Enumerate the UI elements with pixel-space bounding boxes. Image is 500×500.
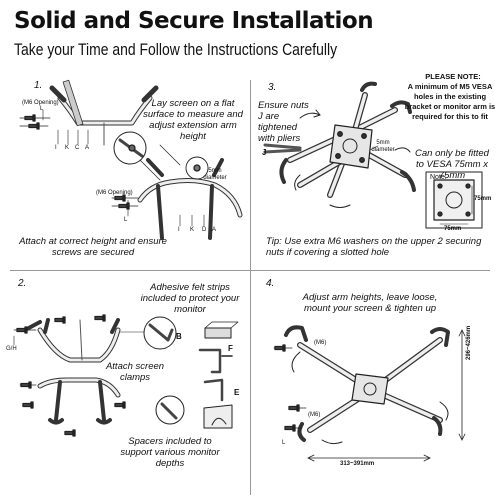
step1-letter-a-bottom: A [212, 227, 217, 233]
step3-number: 3. [268, 82, 277, 93]
step3-diameter-label: 5mm diameter [371, 140, 395, 153]
step1-letter-a-top: A [85, 145, 90, 151]
step4-label-m6-top: (M6) [314, 340, 327, 346]
step4-bracket [273, 325, 466, 462]
step1-detail-circle [113, 131, 181, 181]
vesa-dim-horizontal: 75mm [444, 226, 462, 232]
vesa-note-diagram [425, 171, 483, 229]
step2-bracket-top [13, 314, 121, 363]
vesa-dim-vertical: 75mm [474, 196, 492, 202]
step1-caption-bottom: Attach at correct height and ensure scre… [19, 236, 167, 258]
step2-label-b: B [176, 332, 182, 341]
please-note-body: A minimum of M5 VESA holes in the existi… [404, 82, 496, 121]
please-note-title: PLEASE NOTE: [425, 72, 481, 81]
step4-caption: Adjust arm heights, leave loose, mount y… [302, 292, 438, 314]
step1-number: 1. [34, 80, 43, 91]
step4-label-l: L [282, 440, 286, 446]
step1-bracket-top [19, 79, 159, 146]
step1-letter-k-top: K [65, 145, 70, 151]
page-subtitle: Take your Time and Follow the Instructio… [14, 40, 338, 59]
page-title: Solid and Secure Installation [14, 8, 374, 34]
step1-letter-i-top: I [55, 145, 57, 151]
step4-dim-height: 296~426mm [466, 325, 472, 360]
divider-horizontal [10, 270, 490, 271]
step2-clamp-details [119, 316, 239, 429]
vesa-note-text: Can only be fitted to VESA 75mm x 75mm [415, 148, 489, 181]
vesa-note-label: Note: [430, 174, 447, 181]
step1-m6-label-top: (M6 Opening) [22, 100, 59, 106]
step1-caption-top: Lay screen on a flat surface to measure … [143, 98, 243, 142]
step4-number: 4. [266, 278, 275, 289]
step1-letter-k-bottom: K [190, 227, 195, 233]
step1-letter-c-top: C [75, 145, 80, 151]
step1-letter-i-bottom: I [178, 227, 180, 233]
step2-bracket-bottom [19, 377, 126, 437]
step4-label-m6-bottom: (M6) [308, 412, 321, 418]
step3-label-j: J [262, 148, 267, 157]
step2-caption-clamps: Attach screen clamps [105, 361, 165, 383]
step3-bracket [263, 81, 416, 208]
step3-tip: Tip: Use extra M6 washers on the upper 2… [266, 236, 482, 258]
step2-label-f: F [228, 344, 233, 353]
step1-letter-d-bottom: D [202, 227, 207, 233]
step1-m6-label-bottom: (M6 Opening) [96, 190, 133, 196]
step4-dim-width: 313~391mm [340, 461, 375, 467]
step1-letter-l-top: L [40, 106, 44, 112]
step2-label-e: E [234, 388, 240, 397]
step1-diameter-label: 5mm diameter [203, 168, 227, 181]
step1-letter-l-bottom: L [124, 217, 128, 223]
step2-caption-spacers: Spacers included to support various moni… [120, 436, 220, 469]
divider-vertical [250, 80, 251, 495]
step2-label-gh: G/H [6, 346, 17, 352]
step1-bracket-bottom [111, 156, 243, 240]
step2-number: 2. [18, 278, 27, 289]
step3-caption: Ensure nuts J are tightened with pliers [258, 100, 309, 144]
step2-caption-felt: Adhesive felt strips included to protect… [140, 282, 240, 315]
